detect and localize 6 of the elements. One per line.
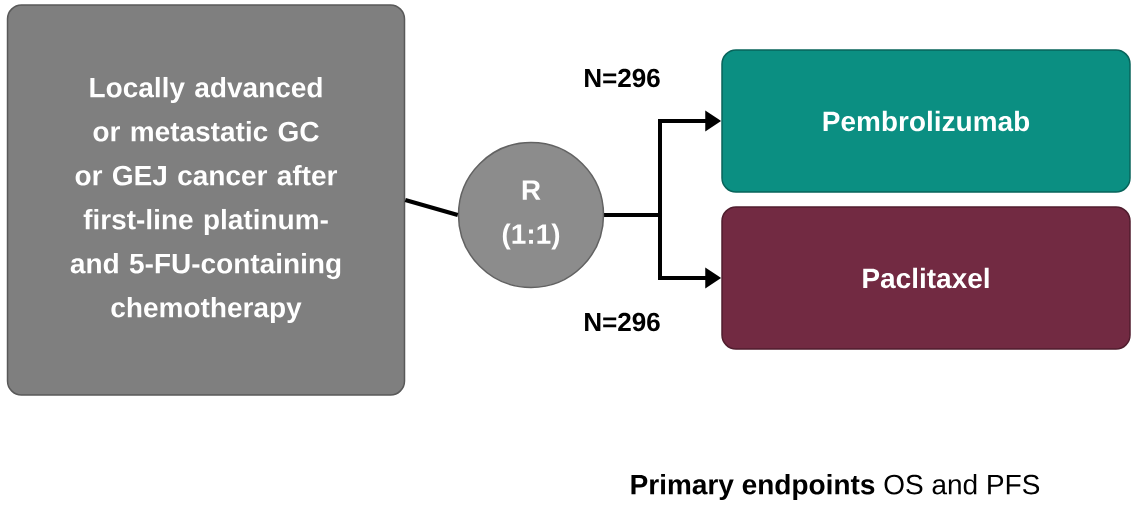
edge-label: N=296	[581, 66, 663, 90]
edge-label: N=296	[581, 310, 663, 334]
treatment-box: Pembrolizumab	[721, 49, 1131, 193]
process-box: Locally advanced or metastatic GC or GEJ cancer after first-line platinum- and 5-FU-containing chemotherapy	[6, 4, 406, 396]
treatment-box: Paclitaxel	[721, 206, 1131, 350]
note-text: Primary endpoints OS and PFS	[631, 473, 1040, 501]
